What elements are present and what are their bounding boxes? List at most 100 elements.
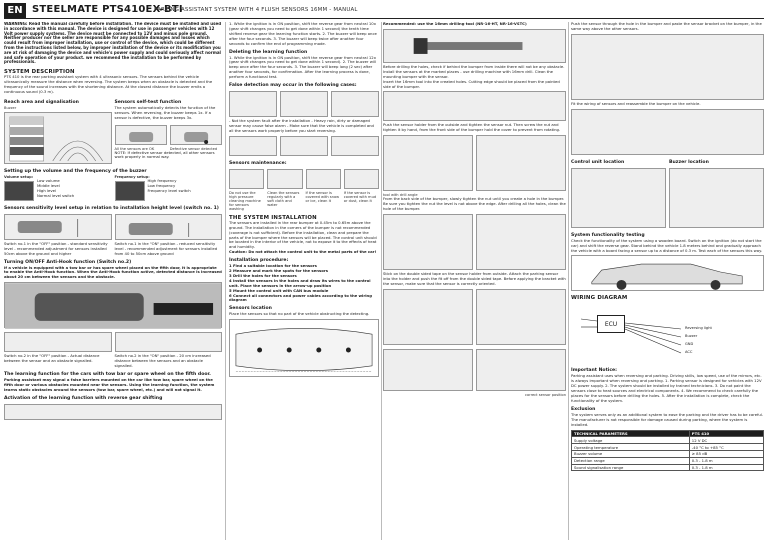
note-text: NOTE: If defective sensor detected, all … (114, 149, 215, 160)
sensors-ok-figure (114, 124, 167, 145)
car-rear-icon (5, 283, 221, 330)
technical-parameters-table: TECHNICAL PARAMETERS PTS 410 Supply volt… (571, 429, 764, 472)
car-side-icon (591, 264, 743, 291)
false-detection-photo (229, 135, 277, 156)
deleting-text: 1. While the ignition is in ON position,… (229, 54, 376, 80)
exclusion-text: The system serves only as an additional … (571, 411, 764, 427)
self-test-text: The system automatically detects the fun… (114, 104, 216, 120)
volume-label: Normal level switch (37, 192, 75, 198)
column-4: Push the sensor through the hole in the … (571, 22, 764, 540)
anti-hook-text: If a vehicle is equipped with a tow bar … (4, 264, 222, 280)
warning-text: WARNING: Read the manual carefully befor… (4, 22, 222, 65)
maintenance-title: Sensors maintenance: (229, 160, 287, 166)
sensors-location-title: Sensors location (229, 306, 272, 312)
maintenance-photo (229, 168, 265, 189)
car-side-figure (571, 255, 764, 292)
frequency-label: High frequency (147, 177, 177, 183)
cut-text: Fit the wiring of sensors and reassemble… (571, 100, 701, 106)
self-test-title: Sensors self-test function (114, 99, 182, 105)
sensitivity-on-figure (114, 213, 222, 240)
bumper-diagram-icon (235, 328, 373, 373)
step-photo (383, 135, 473, 192)
drill-tool-photo (383, 28, 566, 63)
exclusion-title: Exclusion (571, 406, 596, 412)
procedure-step: 5 Mount the control unit with CAN bus mo… (229, 287, 329, 293)
column-3: Recommended: use the 16mm drilling tool … (383, 22, 566, 540)
maintenance-caption: If the sensor is covered with mud or dus… (343, 190, 377, 203)
table-header: TECHNICAL PARAMETERS (571, 429, 690, 438)
sensitivity-title: Sensors sensitivity level setup in relat… (4, 205, 219, 211)
wire-label: ACC (685, 350, 693, 355)
frequency-switch-icon (114, 180, 145, 201)
false-detection-photo (229, 91, 277, 118)
procedure-step: 4 Install the sensors in the holes and d… (229, 277, 371, 288)
table-cell: Buzzer volume (571, 449, 690, 458)
system-description-title: SYSTEM DESCRIPTION (4, 69, 75, 76)
false-detection-photo (331, 91, 379, 118)
car-height-icon (17, 218, 79, 237)
procedure-step: 6 Connect all connectors and power cable… (229, 292, 372, 303)
tool-caption: tool with drill angle (383, 193, 418, 198)
volume-label: Middle level (37, 182, 60, 188)
car-height-icon (128, 222, 189, 237)
table-row: Operating temperature-40 °C to +85 °C (571, 443, 764, 451)
testing-text: Check the functionality of the system us… (571, 237, 762, 253)
testing-title: System functionality testing (571, 232, 645, 238)
notice-title: Important Notice: (571, 368, 618, 374)
wire-label: GND (685, 342, 694, 347)
switch2-off-figure (4, 332, 112, 353)
brand-title: STEELMATE PTS410EX-BTI (32, 4, 183, 15)
procedure-step: 2 Measure and mark the spots for the sen… (229, 268, 328, 274)
correct-position-caption: correct sensor position (524, 392, 566, 397)
switch1-on-text: Switch no.1 in the "ON" position - reduc… (114, 240, 218, 256)
wiring-diagram: ECU Reversing light Buzzer GND ACC (571, 303, 764, 366)
bumper-install-photo (571, 33, 764, 100)
paint-text: Insert the 16mm tool into the created ho… (383, 78, 560, 89)
column-divider (225, 22, 226, 540)
install-title: THE SYSTEM INSTALLATION (229, 214, 317, 221)
volume-label: High level (37, 187, 56, 193)
push-sensor-text: Push the sensor through the hole in the … (571, 22, 762, 31)
wire-label: Reversing light (685, 326, 712, 331)
car-icon (128, 131, 153, 142)
volume-switch-icon (4, 180, 34, 201)
language-badge: EN (4, 3, 26, 18)
control-unit-photo (571, 167, 666, 228)
frequency-label: Low frequency (147, 182, 176, 188)
insert-text: Push the sensor holder from the outside … (383, 122, 561, 133)
table-cell: 12 V DC (688, 436, 764, 445)
switch1-off-text: Switch no.1 in the "OFF" position - stan… (4, 240, 108, 256)
sensors-location-text: Place the sensors so that no part of the… (229, 311, 370, 317)
step-photo (383, 288, 473, 345)
maintenance-caption: Do not use the high pressure cleaning ma… (229, 190, 261, 211)
maintenance-photo (343, 168, 379, 189)
sensor-defect-figure (169, 124, 222, 145)
wiring-title: WIRING DIAGRAM (571, 295, 628, 302)
reach-area-diagram (4, 111, 112, 164)
table-header: PTS 410 (688, 429, 764, 438)
switch2-off-text: Switch no.2 in the "OFF" position - Actu… (4, 353, 100, 364)
bumper-reassemble-photo (571, 108, 764, 155)
defective-sensor-label: Defective sensor detected (169, 146, 218, 151)
switch2-on-figure (114, 332, 222, 353)
table-cell: Detection range (571, 456, 690, 465)
install-text: The sensors are installed in the rear bu… (229, 219, 377, 250)
table-cell: Sound signalisation range (571, 463, 690, 472)
maintenance-photo (305, 168, 341, 189)
buzzer-location-title: Buzzer location (669, 159, 709, 165)
wiring-lines-icon (580, 319, 682, 354)
drilling-text: Before drilling the holes, check if behi… (383, 63, 565, 79)
table-cell: Operating temperature (571, 443, 690, 451)
false-detection-photo (280, 135, 328, 156)
table-cell: 0.3 - 1.8 m (688, 463, 764, 472)
frequency-setup-label: Frequency setup: (114, 174, 150, 179)
sensitivity-off-figure (4, 213, 112, 240)
false-detection-notes: - Not the system fault after the install… (229, 118, 374, 133)
table-cell: Supply voltage (571, 436, 690, 445)
car-rear-photo (4, 282, 222, 330)
table-row: Buzzer volume≥ 85 dB (571, 449, 764, 458)
maintenance-caption: Clean the sensors regularly with a soft … (267, 190, 300, 207)
